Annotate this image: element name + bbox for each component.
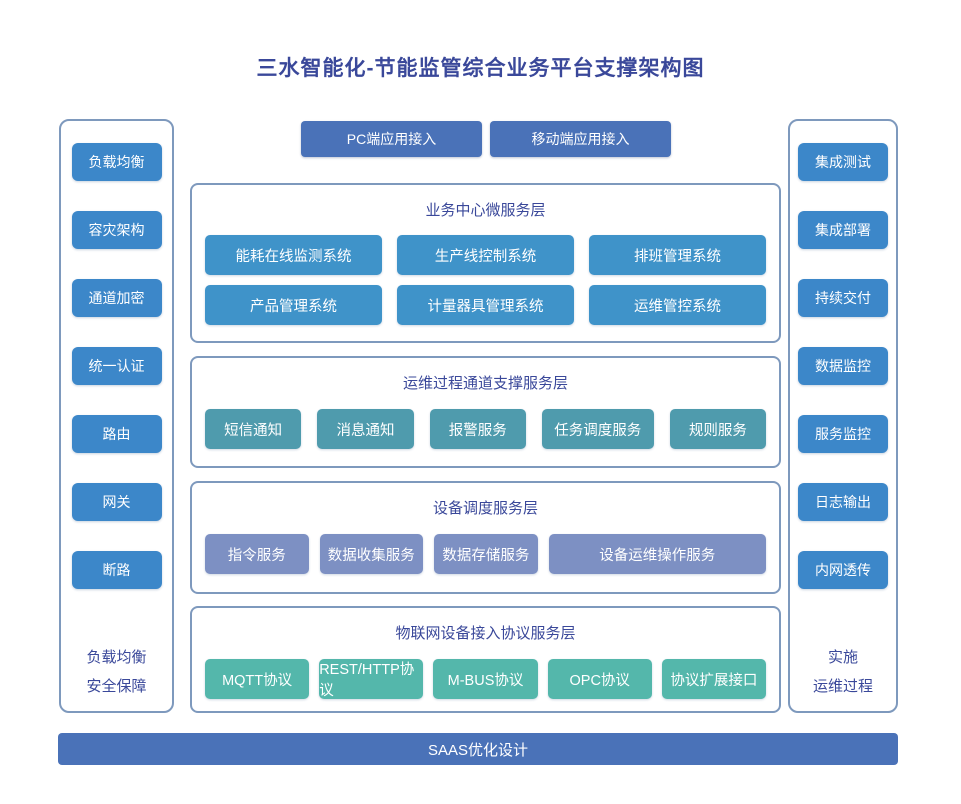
right-panel-node-log-output: 日志输出 — [798, 483, 888, 521]
left-panel: 负载均衡 容灾架构 通道加密 统一认证 路由 网关 断路 负载均衡 安全保障 — [59, 119, 174, 713]
node-opc-protocol: OPC协议 — [547, 659, 652, 699]
layer-device-dispatch: 设备调度服务层 指令服务 数据收集服务 数据存储服务 设备运维操作服务 — [190, 481, 781, 594]
layer-business-microservices: 业务中心微服务层 能耗在线监测系统 生产线控制系统 排班管理系统 产品管理系统 … — [190, 183, 781, 343]
right-panel-node-intranet-passthrough: 内网透传 — [798, 551, 888, 589]
access-button-group: PC端应用接入 移动端应用接入 — [301, 121, 671, 157]
layer-iot-protocols-row: MQTT协议 REST/HTTP协议 M-BUS协议 OPC协议 协议扩展接口 — [192, 643, 779, 699]
node-shift-management-system: 排班管理系统 — [589, 235, 766, 275]
node-task-scheduling-service: 任务调度服务 — [541, 409, 654, 449]
node-product-management-system: 产品管理系统 — [205, 285, 382, 325]
node-mqtt-protocol: MQTT协议 — [205, 659, 310, 699]
node-protocol-extension-interface: 协议扩展接口 — [661, 659, 767, 699]
node-data-collection-service: 数据收集服务 — [319, 534, 424, 574]
node-message-notification: 消息通知 — [317, 409, 414, 449]
layer-iot-protocols: 物联网设备接入协议服务层 MQTT协议 REST/HTTP协议 M-BUS协议 … — [190, 606, 781, 713]
node-ops-control-system: 运维管控系统 — [589, 285, 766, 325]
right-panel-node-integration-deployment: 集成部署 — [798, 211, 888, 249]
left-panel-node-routing: 路由 — [71, 415, 162, 453]
layer-ops-channel-support: 运维过程通道支撑服务层 短信通知 消息通知 报警服务 任务调度服务 规则服务 — [190, 356, 781, 468]
layer-business-microservices-title: 业务中心微服务层 — [425, 202, 546, 219]
right-panel-node-continuous-delivery: 持续交付 — [798, 279, 888, 317]
left-panel-node-disaster-recovery: 容灾架构 — [71, 211, 162, 249]
left-panel-node-load-balancing: 负载均衡 — [71, 143, 162, 181]
node-device-ops-operation-service: 设备运维操作服务 — [548, 534, 766, 574]
left-panel-caption-line1: 负载均衡 — [86, 649, 147, 666]
node-rest-http-protocol: REST/HTTP协议 — [319, 659, 424, 699]
node-energy-monitoring-system: 能耗在线监测系统 — [205, 235, 382, 275]
left-panel-node-gateway: 网关 — [71, 483, 162, 521]
layer-business-microservices-grid: 能耗在线监测系统 生产线控制系统 排班管理系统 产品管理系统 计量器具管理系统 … — [192, 220, 779, 325]
page-title: 三水智能化-节能监管综合业务平台支撑架构图 — [256, 57, 705, 80]
layer-device-dispatch-row: 指令服务 数据收集服务 数据存储服务 设备运维操作服务 — [192, 518, 779, 574]
right-panel-caption-line1: 实施 — [827, 649, 858, 666]
left-panel-node-unified-auth: 统一认证 — [71, 347, 162, 385]
left-panel-caption: 负载均衡 安全保障 — [86, 643, 146, 701]
saas-optimization-bar: SAAS优化设计 — [58, 733, 898, 765]
left-panel-node-circuit-breaker: 断路 — [71, 551, 162, 589]
node-data-storage-service: 数据存储服务 — [434, 534, 538, 574]
node-production-line-control-system: 生产线控制系统 — [397, 235, 574, 275]
node-mbus-protocol: M-BUS协议 — [433, 659, 538, 699]
node-rule-service: 规则服务 — [669, 409, 766, 449]
right-panel-node-integration-testing: 集成测试 — [798, 143, 888, 181]
node-pc-access: PC端应用接入 — [301, 121, 482, 157]
node-metering-instrument-system: 计量器具管理系统 — [397, 285, 574, 325]
node-mobile-access: 移动端应用接入 — [490, 121, 671, 157]
left-panel-node-channel-encryption: 通道加密 — [71, 279, 162, 317]
node-alarm-service: 报警服务 — [429, 409, 526, 449]
right-panel-caption-line2: 运维过程 — [812, 678, 873, 695]
right-panel-node-data-monitoring: 数据监控 — [798, 347, 888, 385]
right-panel-node-service-monitoring: 服务监控 — [798, 415, 888, 453]
layer-iot-protocols-title: 物联网设备接入协议服务层 — [395, 625, 576, 642]
node-sms-notification: 短信通知 — [205, 409, 302, 449]
layer-device-dispatch-title: 设备调度服务层 — [432, 500, 538, 517]
layer-ops-channel-support-title: 运维过程通道支撑服务层 — [402, 375, 568, 392]
right-panel: 集成测试 集成部署 持续交付 数据监控 服务监控 日志输出 内网透传 实施 运维… — [788, 119, 898, 713]
layer-ops-channel-support-row: 短信通知 消息通知 报警服务 任务调度服务 规则服务 — [192, 393, 779, 449]
left-panel-caption-line2: 安全保障 — [86, 678, 147, 695]
node-command-service: 指令服务 — [205, 534, 309, 574]
right-panel-caption: 实施 运维过程 — [813, 643, 873, 701]
